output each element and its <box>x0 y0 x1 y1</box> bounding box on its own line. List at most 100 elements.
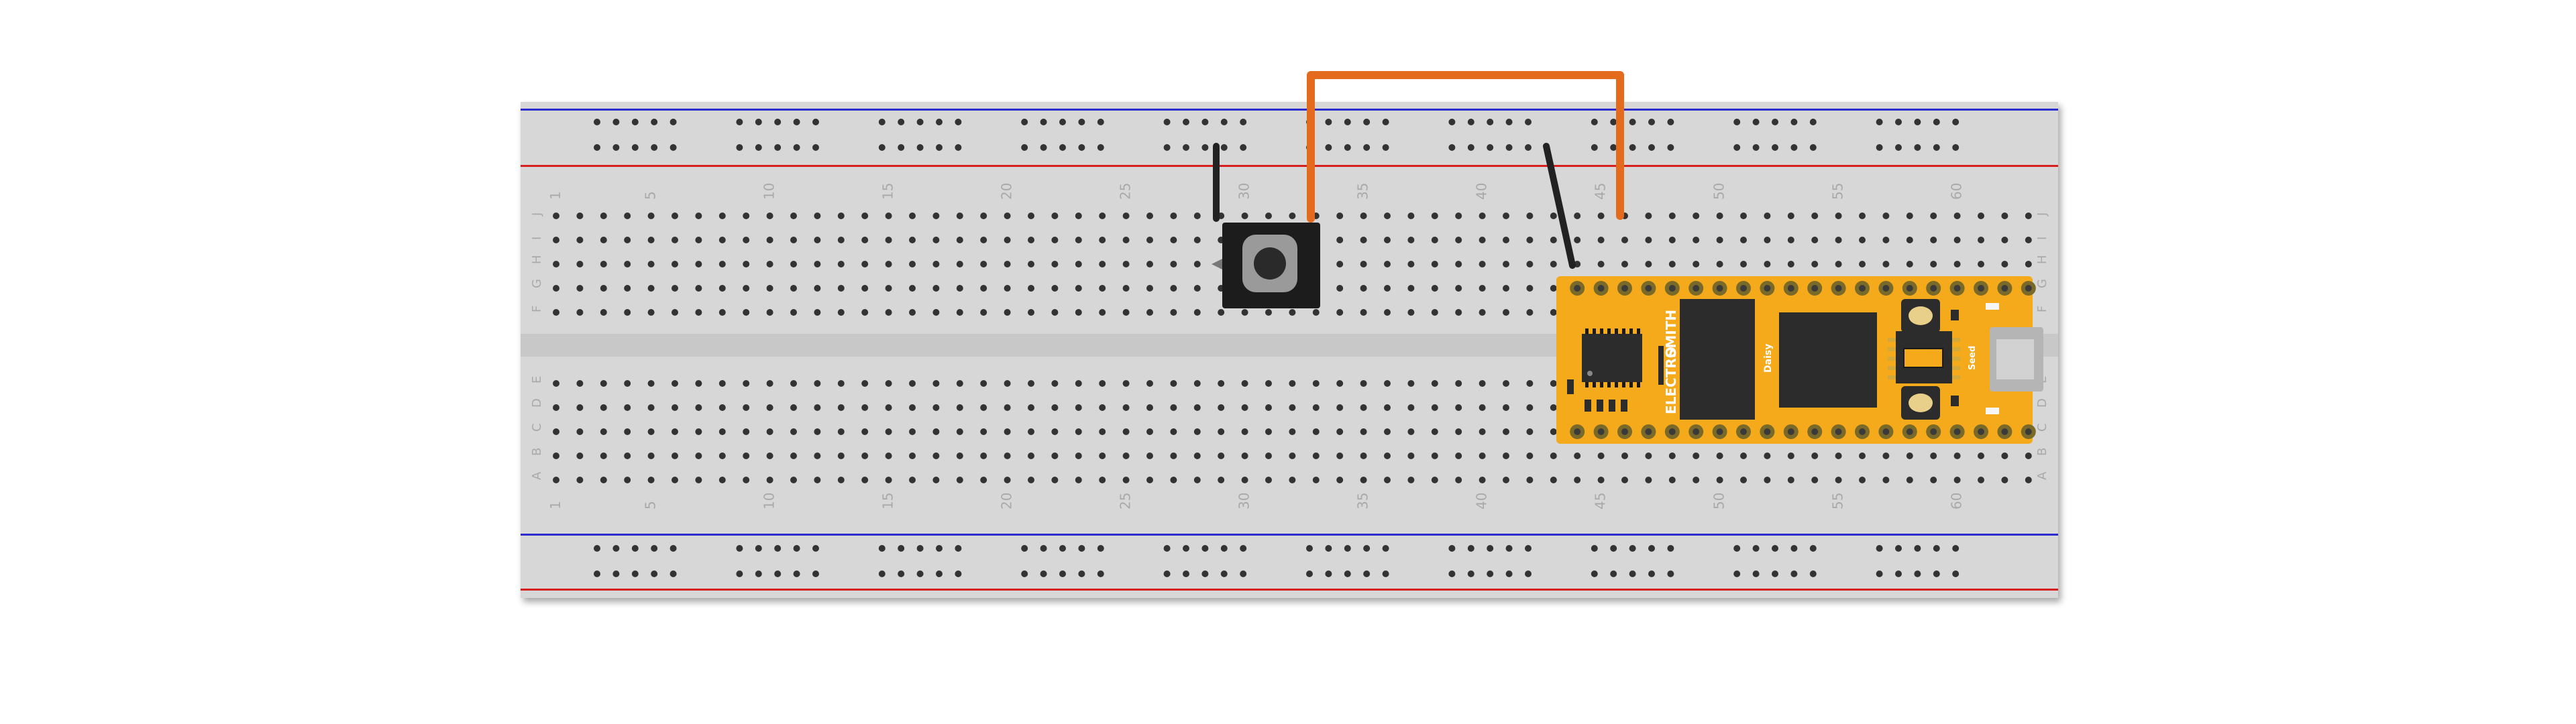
daisy-brand-left: ELECTRO <box>1663 347 1679 414</box>
breadboard-hole <box>1668 237 1676 243</box>
breadboard-hole <box>1930 452 1937 459</box>
column-number-label: 35 <box>1355 183 1371 200</box>
rail-hole <box>612 545 620 552</box>
breadboard-hole <box>1170 261 1177 267</box>
rail-hole <box>594 119 600 125</box>
breadboard-hole <box>1241 404 1248 411</box>
rail-hole <box>774 545 782 552</box>
breadboard-hole <box>576 404 584 411</box>
rail-hole <box>878 570 885 577</box>
breadboard-hole <box>861 285 869 292</box>
breadboard-hole <box>647 309 655 316</box>
breadboard-hole <box>1122 380 1130 387</box>
breadboard-hole <box>1550 452 1557 459</box>
rail-hole <box>1059 545 1066 552</box>
rail-hole <box>1752 545 1760 552</box>
breadboard-hole <box>1099 285 1106 292</box>
rail-hole <box>1183 570 1189 577</box>
breadboard-hole <box>1787 237 1794 243</box>
breadboard-hole <box>1384 213 1391 219</box>
breadboard-hole <box>695 237 702 243</box>
daisy-button-left-cap <box>1909 306 1933 325</box>
rail-hole <box>755 144 762 151</box>
breadboard-hole <box>885 261 892 267</box>
daisy-led-bottom <box>1986 408 1999 414</box>
breadboard-hole <box>1978 237 1984 243</box>
rail-hole <box>1382 119 1389 125</box>
breadboard-hole <box>672 261 678 267</box>
rail-hole <box>651 570 658 577</box>
daisy-header-pin <box>1621 428 1628 435</box>
breadboard-hole <box>576 261 584 267</box>
breadboard-hole <box>1218 404 1225 411</box>
breadboard-hole <box>1431 261 1438 267</box>
breadboard-hole <box>1503 404 1509 411</box>
breadboard-hole <box>814 213 821 219</box>
rail-hole <box>812 545 819 552</box>
rail-hole <box>1220 144 1228 151</box>
column-number-label: 60 <box>1949 183 1965 200</box>
breadboard-hole <box>885 404 892 411</box>
breadboard-hole <box>1740 213 1747 219</box>
breadboard-hole <box>1526 404 1534 411</box>
breadboard-hole <box>1479 237 1486 243</box>
rail-hole <box>1040 570 1047 577</box>
column-number-label: 10 <box>761 183 777 200</box>
breadboard-hole <box>1455 309 1462 316</box>
column-number-label: 10 <box>761 493 777 509</box>
rail-hole <box>1667 570 1674 577</box>
breadboard-hole <box>980 285 987 292</box>
breadboard-hole <box>624 261 631 267</box>
rail-hole <box>1667 144 1674 151</box>
rail-hole <box>1467 545 1474 552</box>
daisy-header-pin <box>2025 285 2032 292</box>
rail-hole <box>1933 119 1940 125</box>
breadboard-hole <box>1930 237 1937 243</box>
breadboard-hole <box>1764 237 1771 243</box>
breadboard-hole <box>576 380 584 387</box>
breadboard-hole <box>1835 213 1842 219</box>
breadboard-hole <box>1930 477 1937 483</box>
daisy-led-top <box>1986 303 1999 310</box>
rail-hole <box>1952 119 1960 125</box>
rail-hole <box>936 144 943 151</box>
daisy-header-pin <box>1930 428 1937 435</box>
breadboard-hole <box>1051 213 1059 219</box>
rail-hole <box>1363 144 1371 151</box>
breadboard-hole <box>790 477 797 483</box>
breadboard-hole <box>1526 452 1534 459</box>
breadboard-hole <box>1787 213 1794 219</box>
breadboard-hole <box>1407 477 1415 483</box>
daisy-mcu-chip <box>1779 312 1877 408</box>
breadboard-hole <box>624 404 631 411</box>
row-letter-label: A <box>2035 471 2049 480</box>
rail-hole <box>1933 144 1940 151</box>
breadboard-hole <box>1740 237 1747 243</box>
column-number-label: 40 <box>1474 493 1490 509</box>
rail-hole <box>651 144 658 151</box>
breadboard-hole <box>553 213 559 219</box>
breadboard-hole <box>1787 452 1794 459</box>
breadboard-hole <box>1146 477 1153 483</box>
breadboard-hole <box>1431 285 1438 292</box>
breadboard-hole <box>909 261 916 267</box>
rail-hole <box>594 545 600 552</box>
row-letter-label: G <box>530 279 544 288</box>
rail-hole <box>1201 119 1209 125</box>
breadboard-hole <box>932 404 940 411</box>
breadboard-hole <box>1953 452 1961 459</box>
breadboard-hole <box>576 213 584 219</box>
chip-pin <box>1952 338 1960 342</box>
breadboard-hole <box>2025 261 2032 267</box>
rail-hole <box>1505 144 1513 151</box>
breadboard-hole <box>1265 213 1272 219</box>
breadboard-hole <box>1360 428 1367 435</box>
breadboard-hole <box>1526 237 1534 243</box>
breadboard-hole <box>553 285 559 292</box>
breadboard-hole <box>1193 404 1201 411</box>
rail-hole <box>1772 545 1778 552</box>
breadboard-hole <box>553 428 559 435</box>
rail-hole <box>1163 144 1171 151</box>
breadboard-hole <box>1526 309 1534 316</box>
breadboard-hole <box>932 428 940 435</box>
